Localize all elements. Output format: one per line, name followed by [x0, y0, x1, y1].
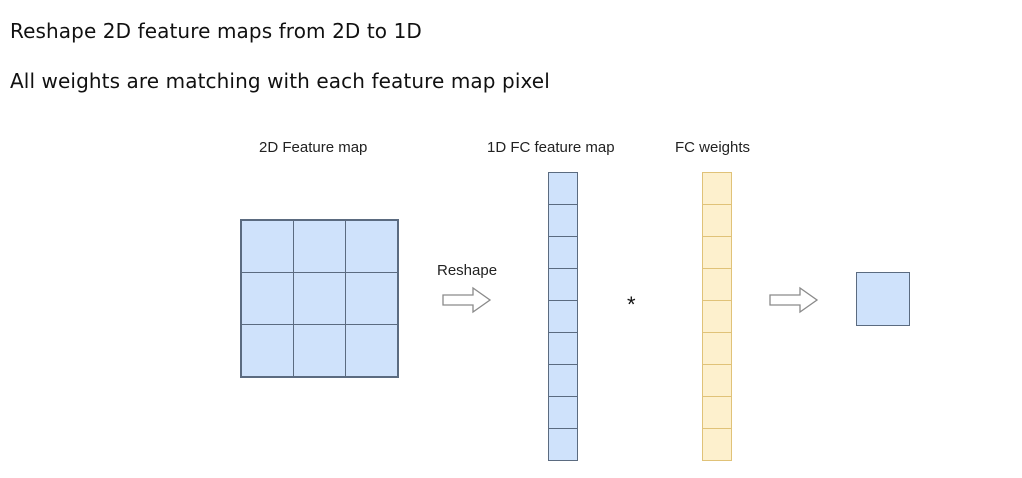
fc-feature-cell: [549, 173, 577, 205]
feature-map-cell: [240, 324, 294, 378]
feature-map-cell: [292, 271, 347, 326]
fc-feature-map-column: [548, 172, 578, 461]
fc-weight-cell: [703, 333, 731, 365]
label-fc-weights: FC weights: [675, 139, 751, 156]
feature-map-cell: [292, 219, 347, 273]
fc-weights-column: [702, 172, 732, 461]
fc-feature-cell: [549, 237, 577, 269]
fc-feature-cell: [549, 365, 577, 397]
fc-feature-cell: [549, 333, 577, 365]
heading-line-2: All weights are matching with each featu…: [10, 69, 550, 93]
fc-feature-cell: [549, 397, 577, 429]
output-arrow-icon: [769, 286, 819, 314]
fc-weight-cell: [703, 269, 731, 301]
fc-feature-cell: [549, 205, 577, 237]
label-reshape: Reshape: [437, 262, 498, 279]
fc-feature-cell: [549, 301, 577, 333]
fc-weight-cell: [703, 397, 731, 429]
multiply-operator: *: [627, 292, 636, 317]
fc-weight-cell: [703, 237, 731, 269]
feature-map-cell: [292, 324, 347, 378]
label-2d-feature-map: 2D Feature map: [259, 139, 368, 156]
output-value-square: [856, 272, 910, 326]
label-1d-fc-feature-map: 1D FC feature map: [487, 139, 615, 156]
fc-weight-cell: [703, 205, 731, 237]
feature-map-cell: [240, 219, 294, 273]
fc-feature-cell: [549, 429, 577, 460]
feature-map-cell: [345, 219, 399, 273]
fc-weight-cell: [703, 301, 731, 333]
fc-weight-cell: [703, 365, 731, 397]
fc-weight-cell: [703, 173, 731, 205]
feature-map-cell: [345, 271, 399, 326]
fc-weight-cell: [703, 429, 731, 460]
reshape-arrow-icon: [442, 286, 492, 314]
feature-map-cell: [345, 324, 399, 378]
feature-map-2d-grid: [240, 219, 399, 378]
heading-line-1: Reshape 2D feature maps from 2D to 1D: [10, 19, 422, 43]
feature-map-cell: [240, 271, 294, 326]
fc-feature-cell: [549, 269, 577, 301]
